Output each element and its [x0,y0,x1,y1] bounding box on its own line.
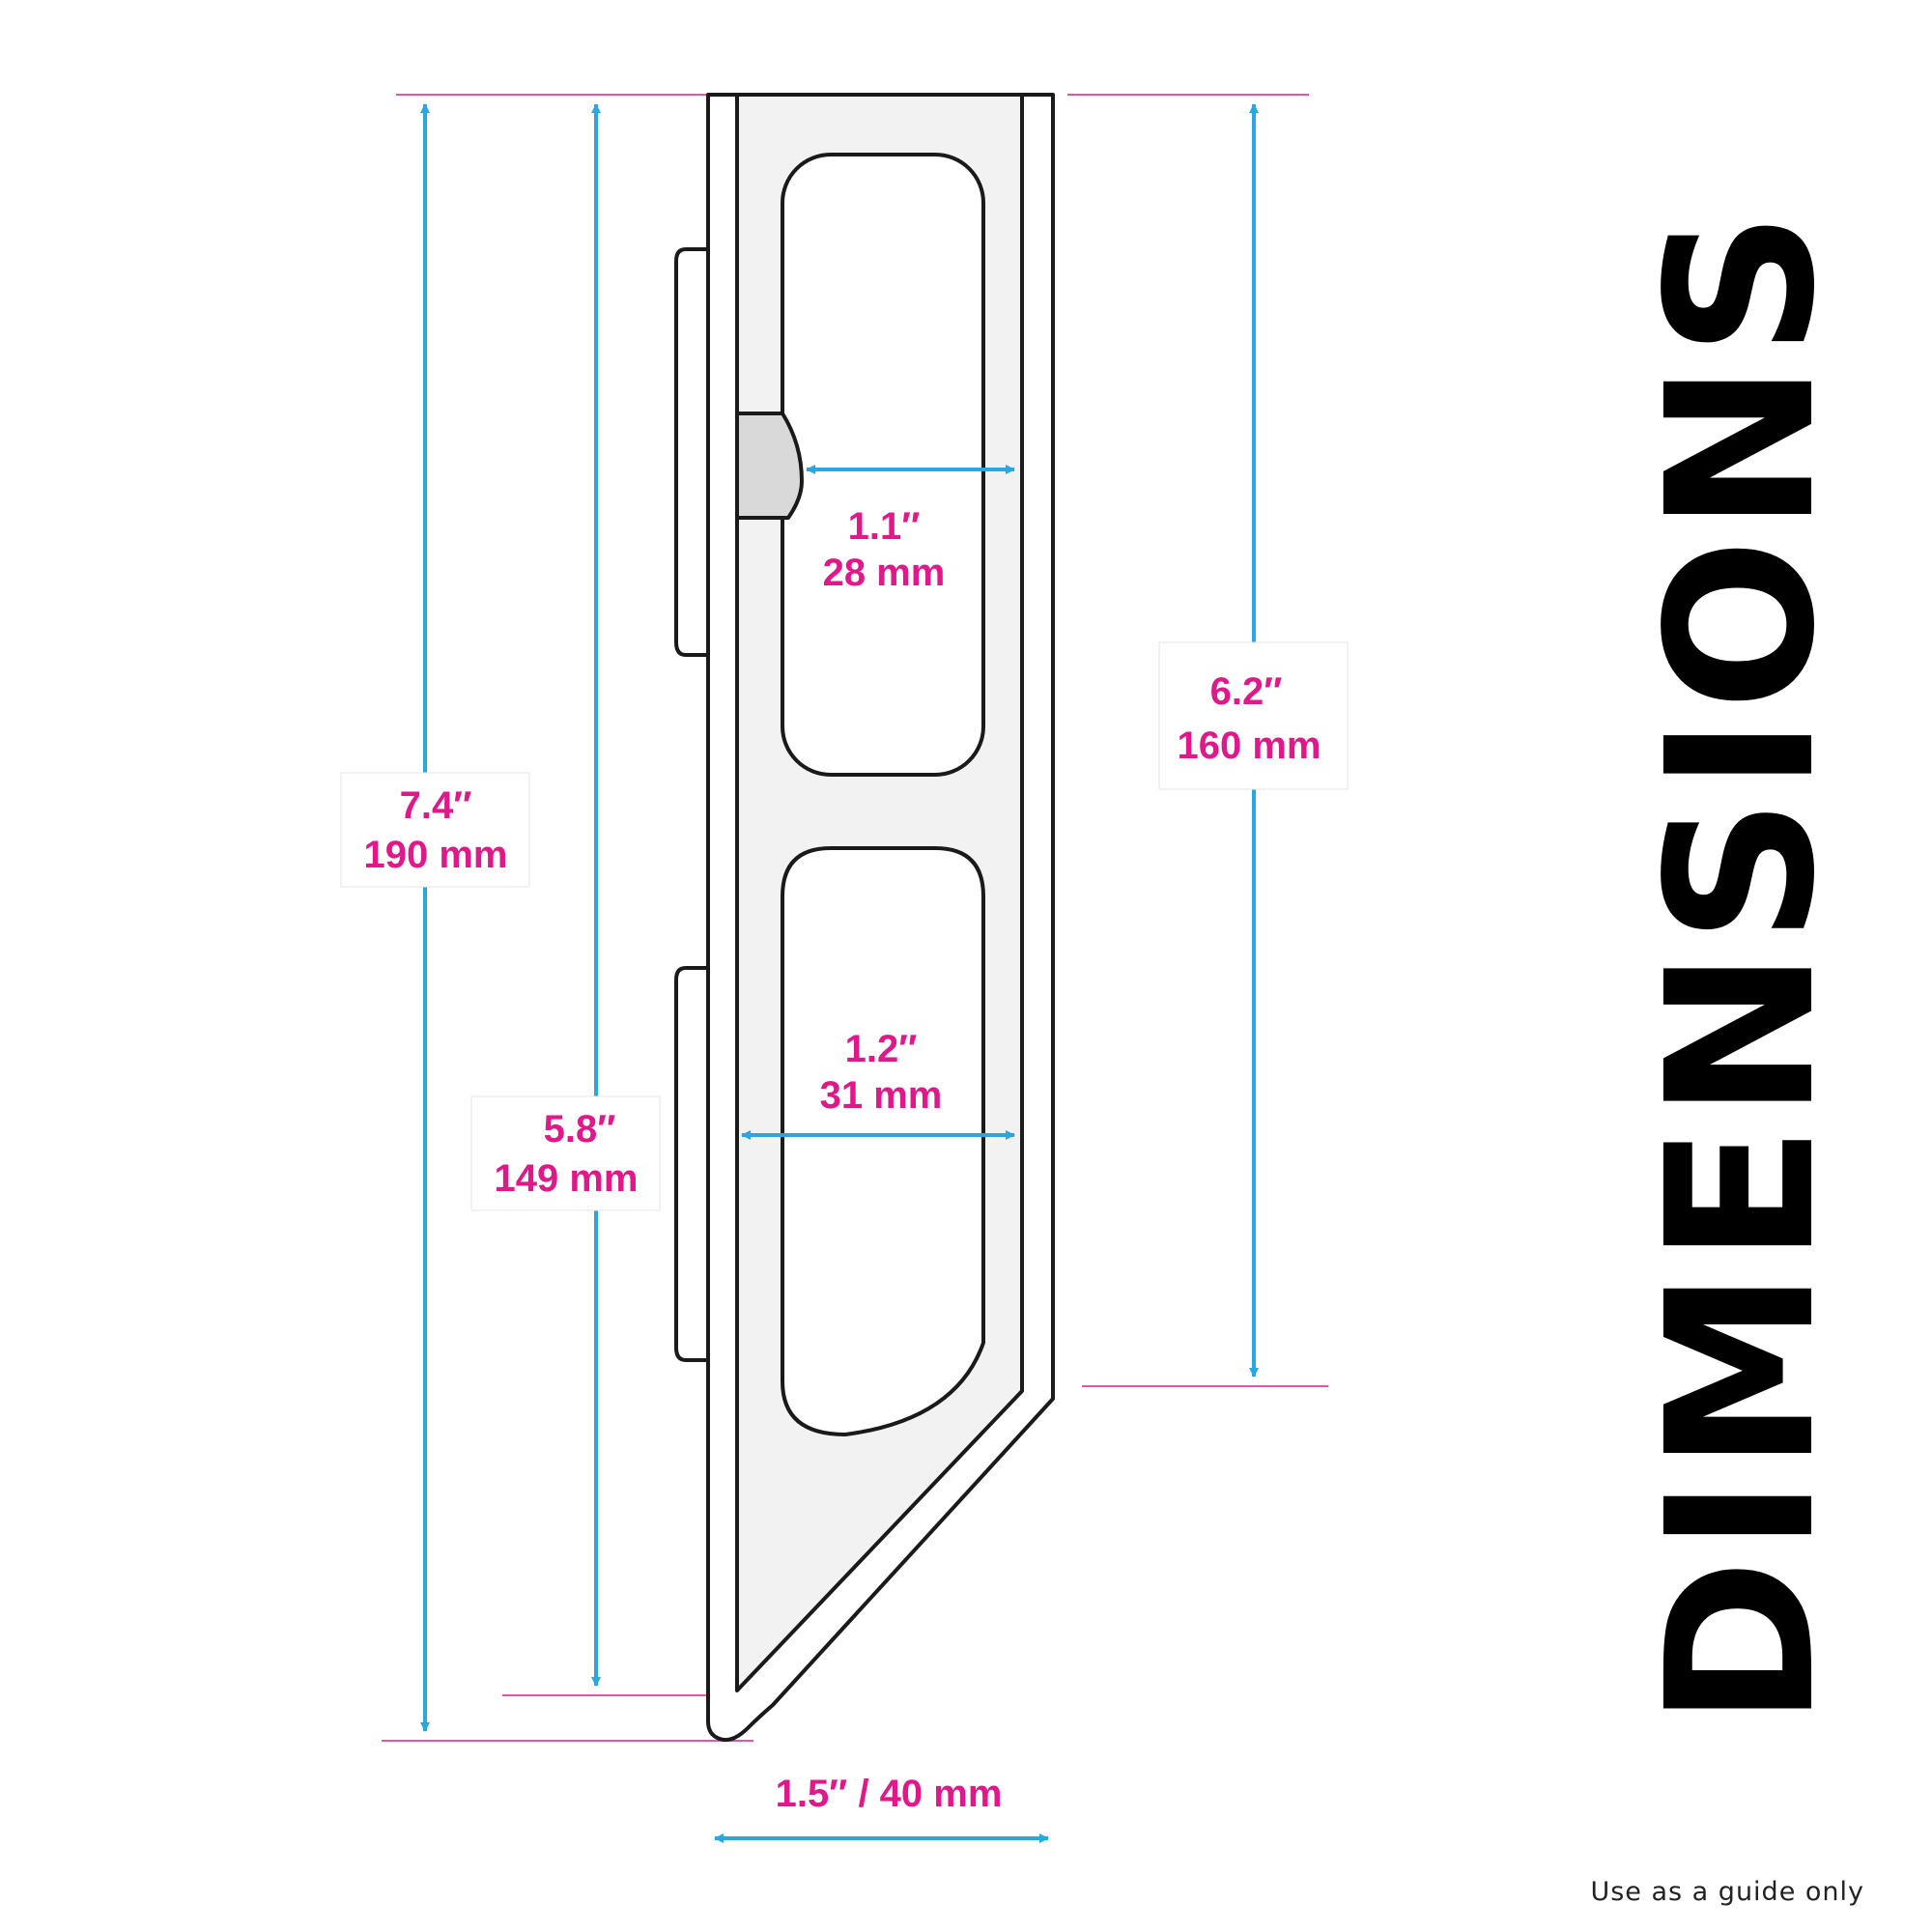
overall-height-label-bg [340,772,530,888]
upper-gap-inch: 1.1″ [848,505,921,548]
width-text: 1.5″ / 40 mm [776,1773,1003,1815]
bracket-tab-lower [674,966,708,1362]
bracket-grip-pad [735,412,804,520]
overall-height-inch: 7.4″ [400,784,472,827]
slot-height-inch: 6.2″ [1210,670,1283,713]
lower-gap-inch: 1.2″ [845,1028,918,1070]
slot-height-mm: 160 mm [1178,724,1321,767]
dimension-inner-height: 5.8″ 149 mm [470,103,661,1687]
guide-note: Use as a guide only [1590,1877,1864,1907]
lower-gap-mm: 31 mm [820,1074,943,1117]
dimension-upper-gap: 1.1″ 28 mm [806,465,1015,594]
bracket-window-lower [781,846,985,1436]
slot-height-label-bg [1158,641,1349,790]
dimension-lower-gap: 1.2″ 31 mm [741,1028,1015,1140]
bracket-drawing [674,93,1055,1743]
overall-height-mm: 190 mm [364,834,508,876]
inner-height-inch: 5.8″ [544,1108,616,1151]
guide-lines [382,94,1328,1742]
page-title: DIMENSIONS [1623,205,1860,1727]
inner-height-label-bg [470,1095,661,1211]
inner-height-mm: 149 mm [495,1157,639,1200]
dimension-width: 1.5″ / 40 mm [714,1773,1049,1843]
bracket-tab-upper [674,247,708,657]
upper-gap-mm: 28 mm [823,552,946,594]
dimension-slot-height: 6.2″ 160 mm [1158,103,1349,1378]
dimension-overall-height: 7.4″ 190 mm [340,103,530,1732]
bracket-window-upper [781,153,985,777]
